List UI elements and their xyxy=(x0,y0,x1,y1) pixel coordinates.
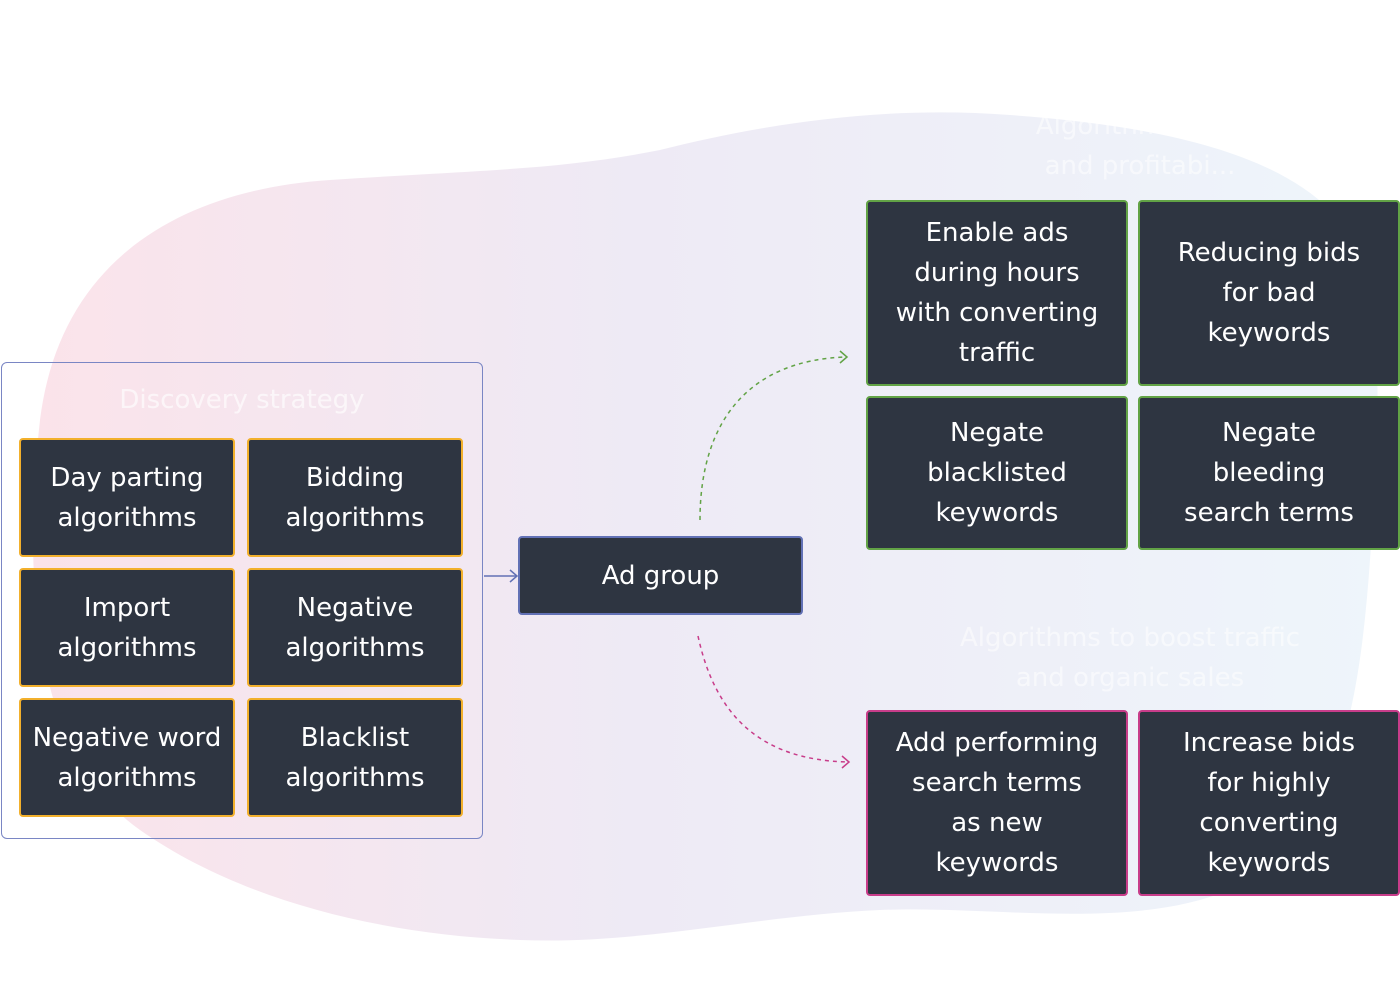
boost-group-title: Algorithms to boost traffic and organic … xyxy=(959,623,1301,693)
profit-item-negate-bleeding: Negate bleeding search terms xyxy=(1138,396,1400,550)
discovery-item-bidding: Bidding algorithms xyxy=(247,438,463,557)
discovery-strategy-panel xyxy=(1,362,483,839)
profit-item-reducing-bids: Reducing bids for bad keywords xyxy=(1138,200,1400,386)
profit-group-title: Algorithms to ... and profitabi... xyxy=(1035,111,1245,181)
discovery-item-negative-word: Negative word algorithms xyxy=(19,698,235,817)
profit-item-enable-ads: Enable ads during hours with converting … xyxy=(866,200,1128,386)
discovery-strategy-title: Discovery strategy xyxy=(119,385,365,415)
discovery-item-import: Import algorithms xyxy=(19,568,235,687)
discovery-item-day-parting: Day parting algorithms xyxy=(19,438,235,557)
ad-group-node: Ad group xyxy=(518,536,803,615)
discovery-item-blacklist: Blacklist algorithms xyxy=(247,698,463,817)
discovery-item-negative: Negative algorithms xyxy=(247,568,463,687)
boost-item-add-search-terms: Add performing search terms as new keywo… xyxy=(866,710,1128,896)
boost-item-increase-bids: Increase bids for highly converting keyw… xyxy=(1138,710,1400,896)
profit-item-negate-blacklisted: Negate blacklisted keywords xyxy=(866,396,1128,550)
